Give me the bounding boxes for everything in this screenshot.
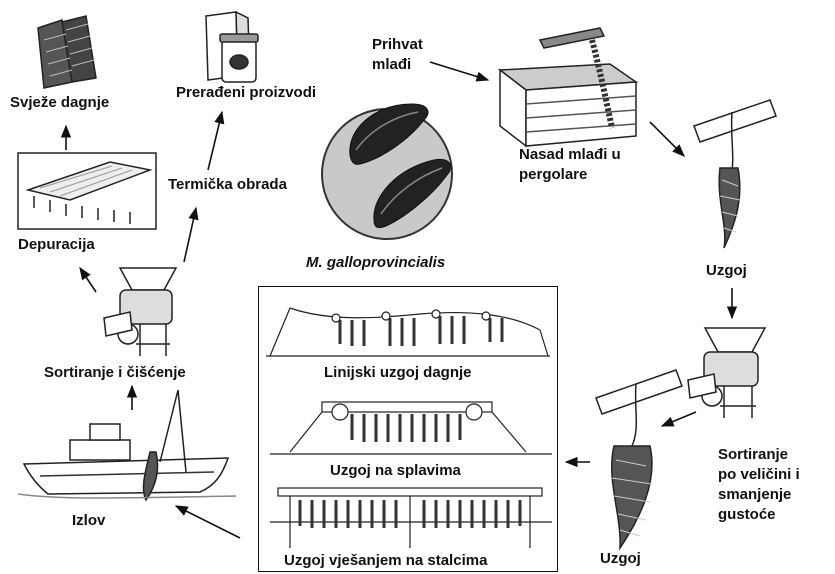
label-processed-products: Prerađeni proizvodi xyxy=(176,84,316,103)
fresh-mussel-bags xyxy=(38,16,96,88)
label-grow-lower: Uzgoj xyxy=(600,550,641,569)
label-thermal-processing: Termička obrada xyxy=(168,176,287,195)
label-fresh-mussels: Svježe dagnje xyxy=(10,94,109,113)
label-spat-collection-1: Prihvat xyxy=(372,36,423,55)
label-spat-collection-2: mlađi xyxy=(372,56,411,75)
label-spat-planting-2: pergolare xyxy=(519,166,587,185)
depuration-tank xyxy=(18,153,156,229)
label-spat-planting-1: Nasad mlađi u xyxy=(519,146,621,165)
label-size-sort-1: Sortiranje xyxy=(718,446,788,465)
label-raft: Uzgoj na splavima xyxy=(330,462,461,481)
arrow-spat-to-crate xyxy=(430,62,488,80)
arrow-sort-to-thermal xyxy=(184,208,196,262)
label-size-sort-3: smanjenje xyxy=(718,486,791,505)
label-species: M. galloprovincialis xyxy=(306,254,445,273)
label-racks: Uzgoj vješanjem na stalcima xyxy=(284,552,487,571)
arrow-sort-to-rope xyxy=(662,412,696,426)
arrow-sort-to-depuration xyxy=(80,268,96,292)
spat-crate xyxy=(500,28,636,146)
label-harvest: Izlov xyxy=(72,512,105,531)
label-size-sort-4: gustoće xyxy=(718,506,776,525)
label-grow-upper: Uzgoj xyxy=(706,262,747,281)
fishing-boat xyxy=(18,390,236,500)
processed-products xyxy=(206,12,258,82)
arrow-thermal-to-processed xyxy=(208,112,222,170)
label-sorting-cleaning: Sortiranje i čišćenje xyxy=(44,364,186,383)
label-longline: Linijski uzgoj dagnje xyxy=(324,364,472,383)
rope-mussels-top xyxy=(694,100,776,248)
sorting-machine-left xyxy=(104,268,176,356)
cultivation-methods-panel xyxy=(258,286,558,572)
rope-mussels-bottom xyxy=(596,370,682,548)
arrow-panel-to-harvest xyxy=(176,506,240,538)
label-depuration: Depuracija xyxy=(18,236,95,255)
sorting-machine-right xyxy=(688,328,765,418)
arrow-crate-to-rope xyxy=(650,122,684,156)
label-size-sort-2: po veličini i xyxy=(718,466,800,485)
mussel-illustration xyxy=(322,104,452,239)
